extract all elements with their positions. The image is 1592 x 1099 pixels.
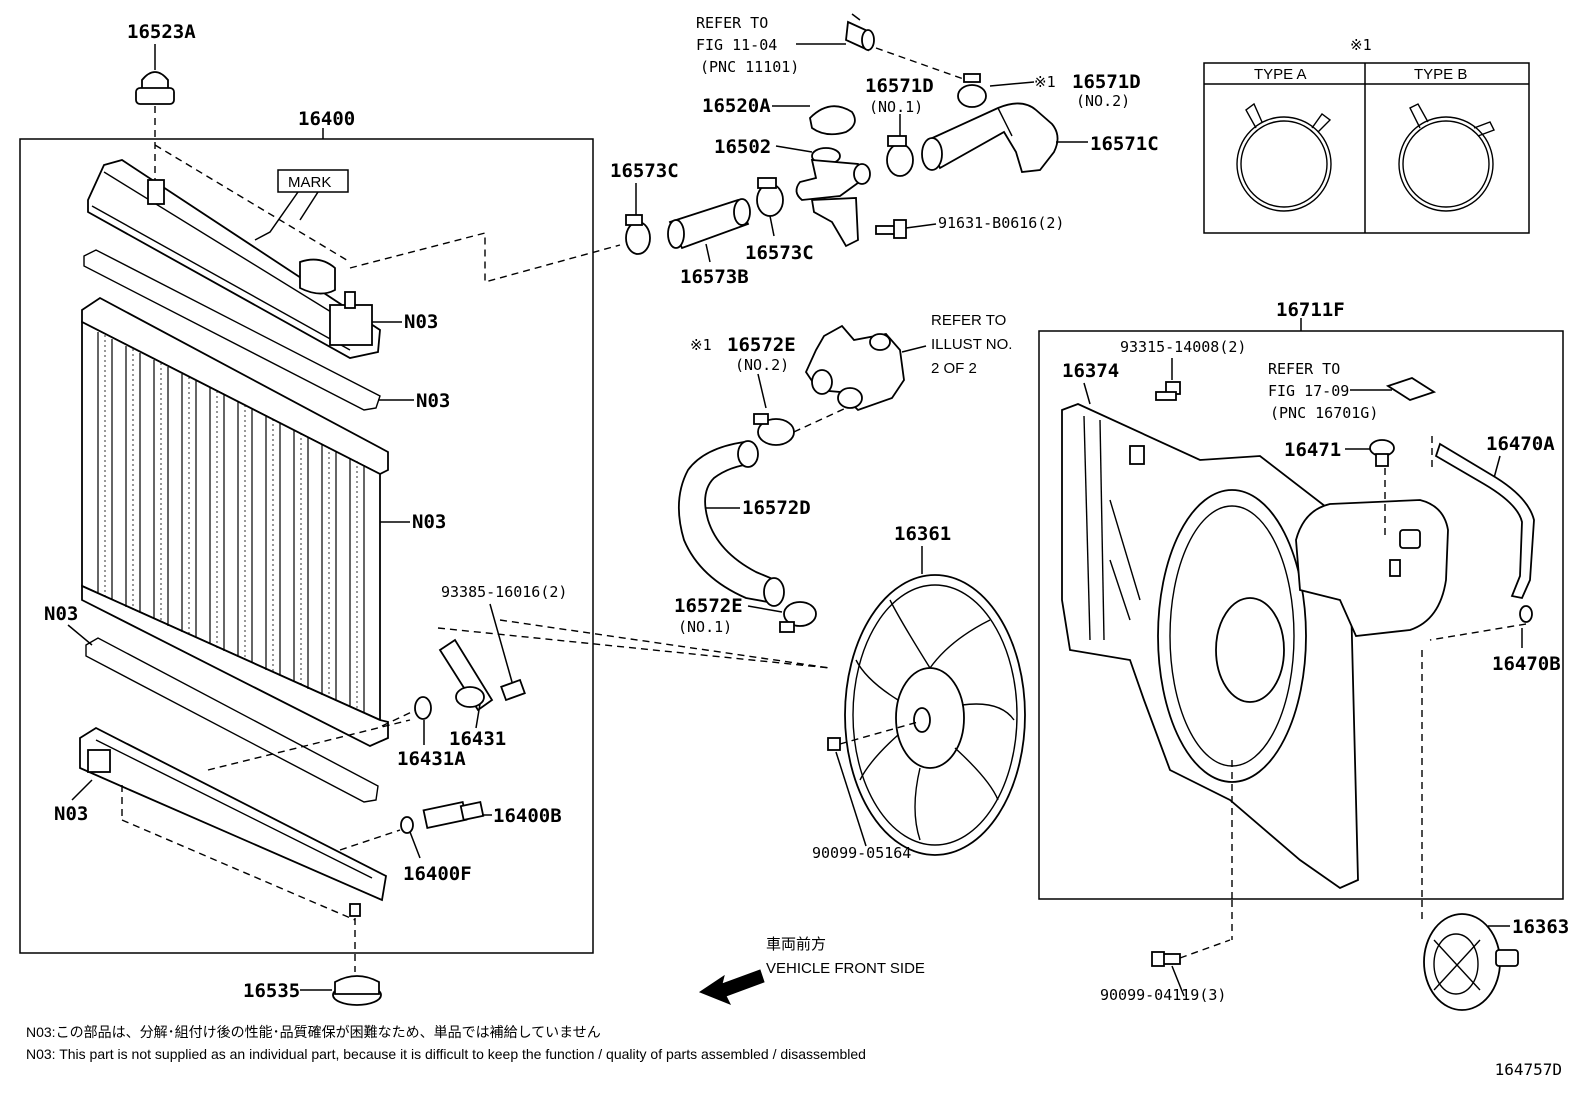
- cushion-16535: [332, 975, 382, 1006]
- cap-16471: [1369, 439, 1395, 467]
- radiator-assembly-frame: [19, 138, 594, 954]
- label-93385[interactable]: 93385-16016(2): [441, 583, 567, 601]
- clamp-16573C-a: [625, 214, 651, 255]
- label-16573C-b[interactable]: 16573C: [745, 242, 814, 264]
- label-16431[interactable]: 16431: [449, 728, 506, 750]
- label-patch-icon: [1385, 377, 1437, 401]
- label-16573C-a[interactable]: 16573C: [610, 160, 679, 182]
- refer1-line2[interactable]: FIG 11-04: [696, 36, 777, 54]
- lower-tank: [79, 726, 387, 917]
- label-n03-lower-gasket[interactable]: N03: [44, 603, 78, 625]
- label-16400[interactable]: 16400: [298, 108, 355, 130]
- label-16571D-no2-sub: (NO.2): [1076, 92, 1130, 110]
- note-english: N03: This part is not supplied as an ind…: [26, 1046, 866, 1062]
- sensor-16400B: [400, 800, 485, 834]
- clamp-table-mark: ※1: [1350, 36, 1372, 54]
- cap-16520A: [809, 105, 856, 136]
- label-90099-05164[interactable]: 90099-05164: [812, 844, 911, 862]
- pipe-end-refer1: [845, 13, 875, 52]
- reservoir-16470: [1295, 499, 1449, 637]
- label-16571D-no1-sub: (NO.1): [869, 98, 923, 116]
- refer3-line3: (PNC 16701G): [1270, 404, 1378, 422]
- fan-16361: [844, 574, 1026, 856]
- type-b-header: TYPE B: [1414, 66, 1467, 83]
- clamp-type-a-icon: [1236, 102, 1332, 212]
- clamp-16572E-no2: [753, 413, 795, 446]
- label-16470A[interactable]: 16470A: [1486, 433, 1555, 455]
- direction-en: VEHICLE FRONT SIDE: [766, 960, 925, 977]
- label-16470B[interactable]: 16470B: [1492, 653, 1561, 675]
- label-16363[interactable]: 16363: [1512, 916, 1569, 938]
- clamp-16573C-b: [756, 177, 784, 217]
- hose-16573B: [667, 198, 751, 250]
- bolt-91631: [875, 219, 907, 239]
- label-16572E-no2[interactable]: 16572E: [727, 334, 796, 356]
- water-outlet-16502: [795, 147, 871, 248]
- label-90099-04119[interactable]: 90099-04119(3): [1100, 986, 1226, 1004]
- label-91631[interactable]: 91631-B0616(2): [938, 214, 1064, 232]
- label-16572E-no1-sub: (NO.1): [678, 618, 732, 636]
- type-a-header: TYPE A: [1254, 66, 1307, 83]
- label-16571D-no2[interactable]: 16571D: [1072, 71, 1141, 93]
- label-16571D-no2-mark: ※1: [1034, 73, 1056, 91]
- radiator-core: [81, 296, 389, 747]
- hose-16572D: [677, 440, 785, 607]
- refer2-line1: REFER TO: [931, 312, 1006, 329]
- label-16523A[interactable]: 16523A: [127, 21, 196, 43]
- clamp-type-table: [1203, 62, 1530, 234]
- figure-code: 164757D: [1494, 1060, 1562, 1079]
- fan-motor-16363: [1423, 913, 1519, 1011]
- hose-16571C: [921, 102, 1059, 173]
- clamp-16571D-no2: [957, 73, 987, 108]
- label-16573B[interactable]: 16573B: [680, 266, 749, 288]
- direction-jp: 車両前方: [766, 936, 826, 953]
- hose-16470A: [1434, 442, 1535, 600]
- label-16572E-no1[interactable]: 16572E: [674, 595, 743, 617]
- lower-gasket: [85, 637, 379, 803]
- refer3-line1: REFER TO: [1268, 360, 1340, 378]
- label-16572E-no2-sub: (NO.2): [735, 356, 789, 374]
- radiator-cap-16523A: [135, 71, 175, 105]
- label-16572D[interactable]: 16572D: [742, 497, 811, 519]
- label-16502[interactable]: 16502: [714, 136, 771, 158]
- refer2-line2[interactable]: ILLUST NO.: [931, 336, 1012, 353]
- clip-16470B: [1519, 605, 1533, 623]
- label-16572E-no2-mark: ※1: [690, 336, 712, 354]
- drain-cock-16431: [414, 638, 526, 720]
- refer2-line3: 2 OF 2: [931, 360, 977, 377]
- label-16431A[interactable]: 16431A: [397, 748, 466, 770]
- shroud-16711F: [1061, 403, 1359, 890]
- label-16535[interactable]: 16535: [243, 980, 300, 1002]
- upper-tank: [87, 159, 381, 359]
- label-16571D-no1[interactable]: 16571D: [865, 75, 934, 97]
- clamp-type-b-icon: [1398, 103, 1495, 212]
- water-inlet: [804, 324, 905, 412]
- refer1-line1: REFER TO: [696, 14, 768, 32]
- label-16471[interactable]: 16471: [1284, 439, 1341, 461]
- refer3-line2[interactable]: FIG 17-09: [1268, 382, 1349, 400]
- label-n03-upper-gasket[interactable]: N03: [416, 390, 450, 412]
- note-japanese: N03:この部品は、分解･組付け後の性能･品質確保が困難なため、単品では補給して…: [26, 1024, 601, 1040]
- label-16374[interactable]: 16374: [1062, 360, 1119, 382]
- upper-gasket: [83, 249, 381, 411]
- label-16361[interactable]: 16361: [894, 523, 951, 545]
- clamp-16571D-no1: [886, 135, 914, 177]
- refer1-line3: (PNC 11101): [700, 58, 799, 76]
- label-n03-core[interactable]: N03: [412, 511, 446, 533]
- label-16520A[interactable]: 16520A: [702, 95, 771, 117]
- bolt-90099-04119: [1151, 951, 1181, 967]
- label-16400B[interactable]: 16400B: [493, 805, 562, 827]
- label-16571C[interactable]: 16571C: [1090, 133, 1159, 155]
- mark-label: MARK: [288, 174, 331, 191]
- front-arrow-icon: [698, 969, 765, 1005]
- nut-90099-05164: [827, 737, 841, 751]
- label-n03-lower-tank[interactable]: N03: [54, 803, 88, 825]
- label-n03-upper-tank[interactable]: N03: [404, 311, 438, 333]
- label-16400F[interactable]: 16400F: [403, 863, 472, 885]
- bolt-93315: [1155, 381, 1181, 401]
- label-16711F[interactable]: 16711F: [1276, 299, 1345, 321]
- clamp-16572E-no1: [779, 601, 817, 633]
- label-93315[interactable]: 93315-14008(2): [1120, 338, 1246, 356]
